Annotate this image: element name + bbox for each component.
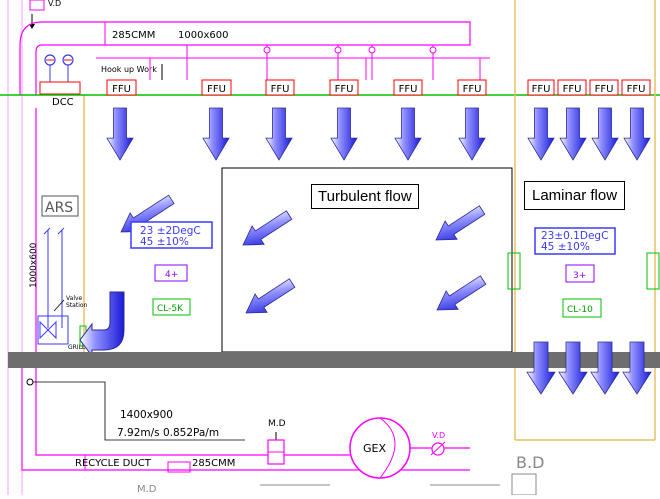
valve-station [37, 299, 69, 345]
laminar-pressure-box [565, 264, 595, 283]
hookup-drops [149, 45, 481, 80]
supply-down-arrow [202, 107, 230, 161]
laminar-class: CL-10 [567, 305, 593, 315]
ffu-box [106, 79, 137, 96]
hookup-label: Hook up Work [101, 65, 157, 74]
supply-down-arrow [106, 107, 134, 161]
vd-label: V.D [432, 431, 445, 440]
top-left-label: V.D [48, 0, 61, 8]
return-duct-outer [21, 368, 470, 471]
laminar-floor-arrow [590, 341, 620, 395]
ffu-box [265, 79, 295, 96]
ars-box [41, 195, 79, 217]
ffu-box [457, 79, 487, 96]
diagonal-arrow [242, 210, 293, 246]
laminar-humidity: 45 ±10% [541, 241, 590, 253]
md-bottom-label: M.D [137, 484, 157, 495]
grill-label: GRILL [68, 344, 86, 351]
laminar-flow-label: Laminar flow [524, 181, 626, 210]
gex-curve [379, 417, 396, 479]
diagonal-arrow [436, 275, 487, 311]
ffu-label: FFU [271, 84, 290, 95]
laminar-floor-arrows [526, 341, 652, 395]
supply-down-arrow [591, 107, 619, 161]
ffu-box [621, 79, 651, 96]
ffu-label: FFU [532, 84, 551, 95]
laminar-class-box [562, 298, 602, 318]
turbulent-temp: 23 ±2DegC [140, 225, 201, 237]
ffu-label: FFU [207, 84, 226, 95]
ars-pipes [43, 227, 65, 328]
return-curve-arrow [79, 291, 125, 358]
laminar-pressure: 3+ [573, 271, 586, 281]
vd-top-arrowhead [29, 24, 35, 29]
diagonal-arrow [435, 205, 486, 241]
turbulent-condition-box [130, 221, 213, 249]
md-label: M.D [268, 419, 286, 429]
recycle-flange [167, 461, 191, 473]
ffu-label: FFU [563, 84, 582, 95]
turbulent-class-box [152, 298, 191, 316]
ffu-box [393, 79, 423, 96]
laminar-grill-right [646, 252, 660, 290]
ffu-box [201, 79, 232, 96]
ffu-label: FFU [399, 84, 418, 95]
vd-valve-line [430, 441, 446, 456]
valve-station-line-1: Valve [66, 295, 83, 302]
gex-label: GEX [363, 442, 386, 455]
turbulent-class: CL-5K [157, 304, 184, 314]
ffu-label: FFU [595, 84, 614, 95]
return-point [26, 378, 34, 386]
vertical-duct-size: 1000x600 [29, 242, 39, 288]
ffu-box [329, 79, 359, 96]
dcc-valves [39, 54, 81, 95]
laminar-condition-box [534, 227, 616, 255]
return-duct-size: 1400x900 [120, 409, 173, 421]
upper-duct-size: 1000x600 [178, 30, 228, 41]
laminar-temp: 23±0.1DegC [541, 230, 608, 242]
dcc-label: DCC [52, 97, 74, 108]
turbulent-pressure: 4+ [165, 270, 178, 280]
turbulent-humidity: 45 ±10% [140, 236, 189, 248]
return-leader [33, 381, 245, 441]
laminar-floor-arrow [526, 341, 556, 395]
turbulent-flow-label: Turbulent flow [311, 184, 419, 209]
ffu-box [557, 79, 587, 96]
upper-duct-flow: 285CMM [112, 30, 155, 41]
ars-label: ARS [45, 200, 73, 216]
recycle-duct-label: RECYCLE DUCT [75, 458, 152, 469]
laminar-grill-left [507, 252, 521, 290]
supply-down-arrow [559, 107, 587, 161]
ffu-label: FFU [335, 84, 354, 95]
supply-down-arrow [394, 107, 422, 161]
return-duct-inner [35, 368, 350, 456]
ffu-box [527, 79, 555, 96]
laminar-floor-arrow [622, 341, 652, 395]
recycle-duct-flow: 285CMM [192, 458, 235, 469]
bd-label: B.D [516, 453, 544, 472]
turbulent-pressure-box [154, 264, 188, 282]
laminar-floor-arrow [558, 341, 588, 395]
vd-top-box [29, 0, 45, 11]
ffu-units: FFU FFU FFU FFU FFU FFU FFU FFU FFU FFU [106, 79, 651, 96]
ffu-label: FFU [112, 84, 131, 95]
supply-down-arrow [265, 107, 293, 161]
supply-down-arrow [458, 107, 486, 161]
raised-floor [8, 352, 660, 368]
bd-box [511, 473, 537, 496]
supply-down-arrows [106, 107, 651, 161]
ffu-label: FFU [463, 84, 482, 95]
ffu-label: FFU [627, 84, 646, 95]
upper-supply-duct [19, 21, 471, 95]
supply-down-arrow [330, 107, 358, 161]
ffu-box [589, 79, 619, 96]
diagonal-arrow [245, 278, 296, 314]
return-duct-velocity: 7.92m/s 0.852Pa/m [117, 427, 219, 439]
valve-station-line-2: Station [66, 302, 88, 309]
supply-down-arrow [527, 107, 555, 161]
supply-down-arrow [623, 107, 651, 161]
